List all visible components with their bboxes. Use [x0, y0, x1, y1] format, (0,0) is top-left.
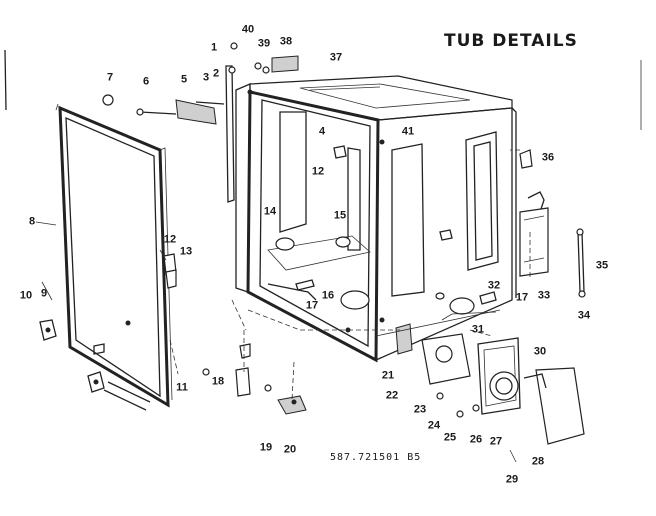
page-title: TUB DETAILS [444, 31, 578, 51]
callout-21: 21 [381, 369, 395, 382]
callout-20: 20 [283, 443, 297, 456]
callout-14: 14 [263, 205, 277, 218]
callout-27: 27 [489, 435, 503, 448]
callout-40: 40 [241, 23, 255, 36]
callout-34: 34 [577, 309, 591, 322]
callout-35: 35 [595, 259, 609, 272]
callout-2: 2 [212, 67, 220, 80]
assembly-leader-lines [159, 149, 531, 401]
part-code: 587.721501 B5 [330, 452, 422, 463]
callout-6: 6 [142, 75, 150, 88]
callout-18: 18 [211, 375, 225, 388]
door-seal-clip [39, 319, 131, 393]
callout-38: 38 [279, 35, 293, 48]
callout-12-tub: 12 [311, 165, 325, 178]
callout-39: 39 [257, 37, 271, 50]
callout-17-right: 17 [515, 291, 529, 304]
callout-5: 5 [180, 73, 188, 86]
callout-41: 41 [401, 125, 415, 138]
scan-edge-mark [4, 49, 7, 111]
callout-19: 19 [259, 441, 273, 454]
callout-32: 32 [487, 279, 501, 292]
callout-10: 10 [19, 289, 33, 302]
callout-29: 29 [505, 473, 519, 486]
callout-22: 22 [385, 389, 399, 402]
callout-15: 15 [333, 209, 347, 222]
callout-37: 37 [329, 51, 343, 64]
hinge-bracket-parts [102, 42, 238, 203]
latch-parts [163, 253, 307, 415]
callout-4: 4 [318, 125, 326, 138]
callout-13: 13 [179, 245, 193, 258]
callout-8: 8 [28, 215, 36, 228]
callout-24: 24 [427, 419, 441, 432]
motor-pump-assembly [421, 311, 585, 463]
callout-31: 31 [471, 323, 485, 336]
callout-26: 26 [469, 433, 483, 446]
callout-17-left: 17 [305, 299, 319, 312]
callout-16: 16 [321, 289, 335, 302]
top-mount-brackets [254, 55, 299, 74]
door-gasket-frame [35, 103, 173, 411]
callout-12-latch: 12 [163, 233, 177, 246]
callout-25: 25 [443, 431, 457, 444]
callout-9: 9 [40, 287, 48, 300]
callout-1: 1 [210, 41, 218, 54]
callout-30: 30 [533, 345, 547, 358]
callout-33: 33 [537, 289, 551, 302]
callout-3: 3 [202, 71, 210, 84]
callout-7: 7 [106, 71, 114, 84]
callout-28: 28 [531, 455, 545, 468]
callout-23: 23 [413, 403, 427, 416]
callout-11: 11 [176, 381, 188, 394]
side-components [519, 149, 586, 298]
callout-36: 36 [541, 151, 555, 164]
tub-body [235, 75, 517, 363]
